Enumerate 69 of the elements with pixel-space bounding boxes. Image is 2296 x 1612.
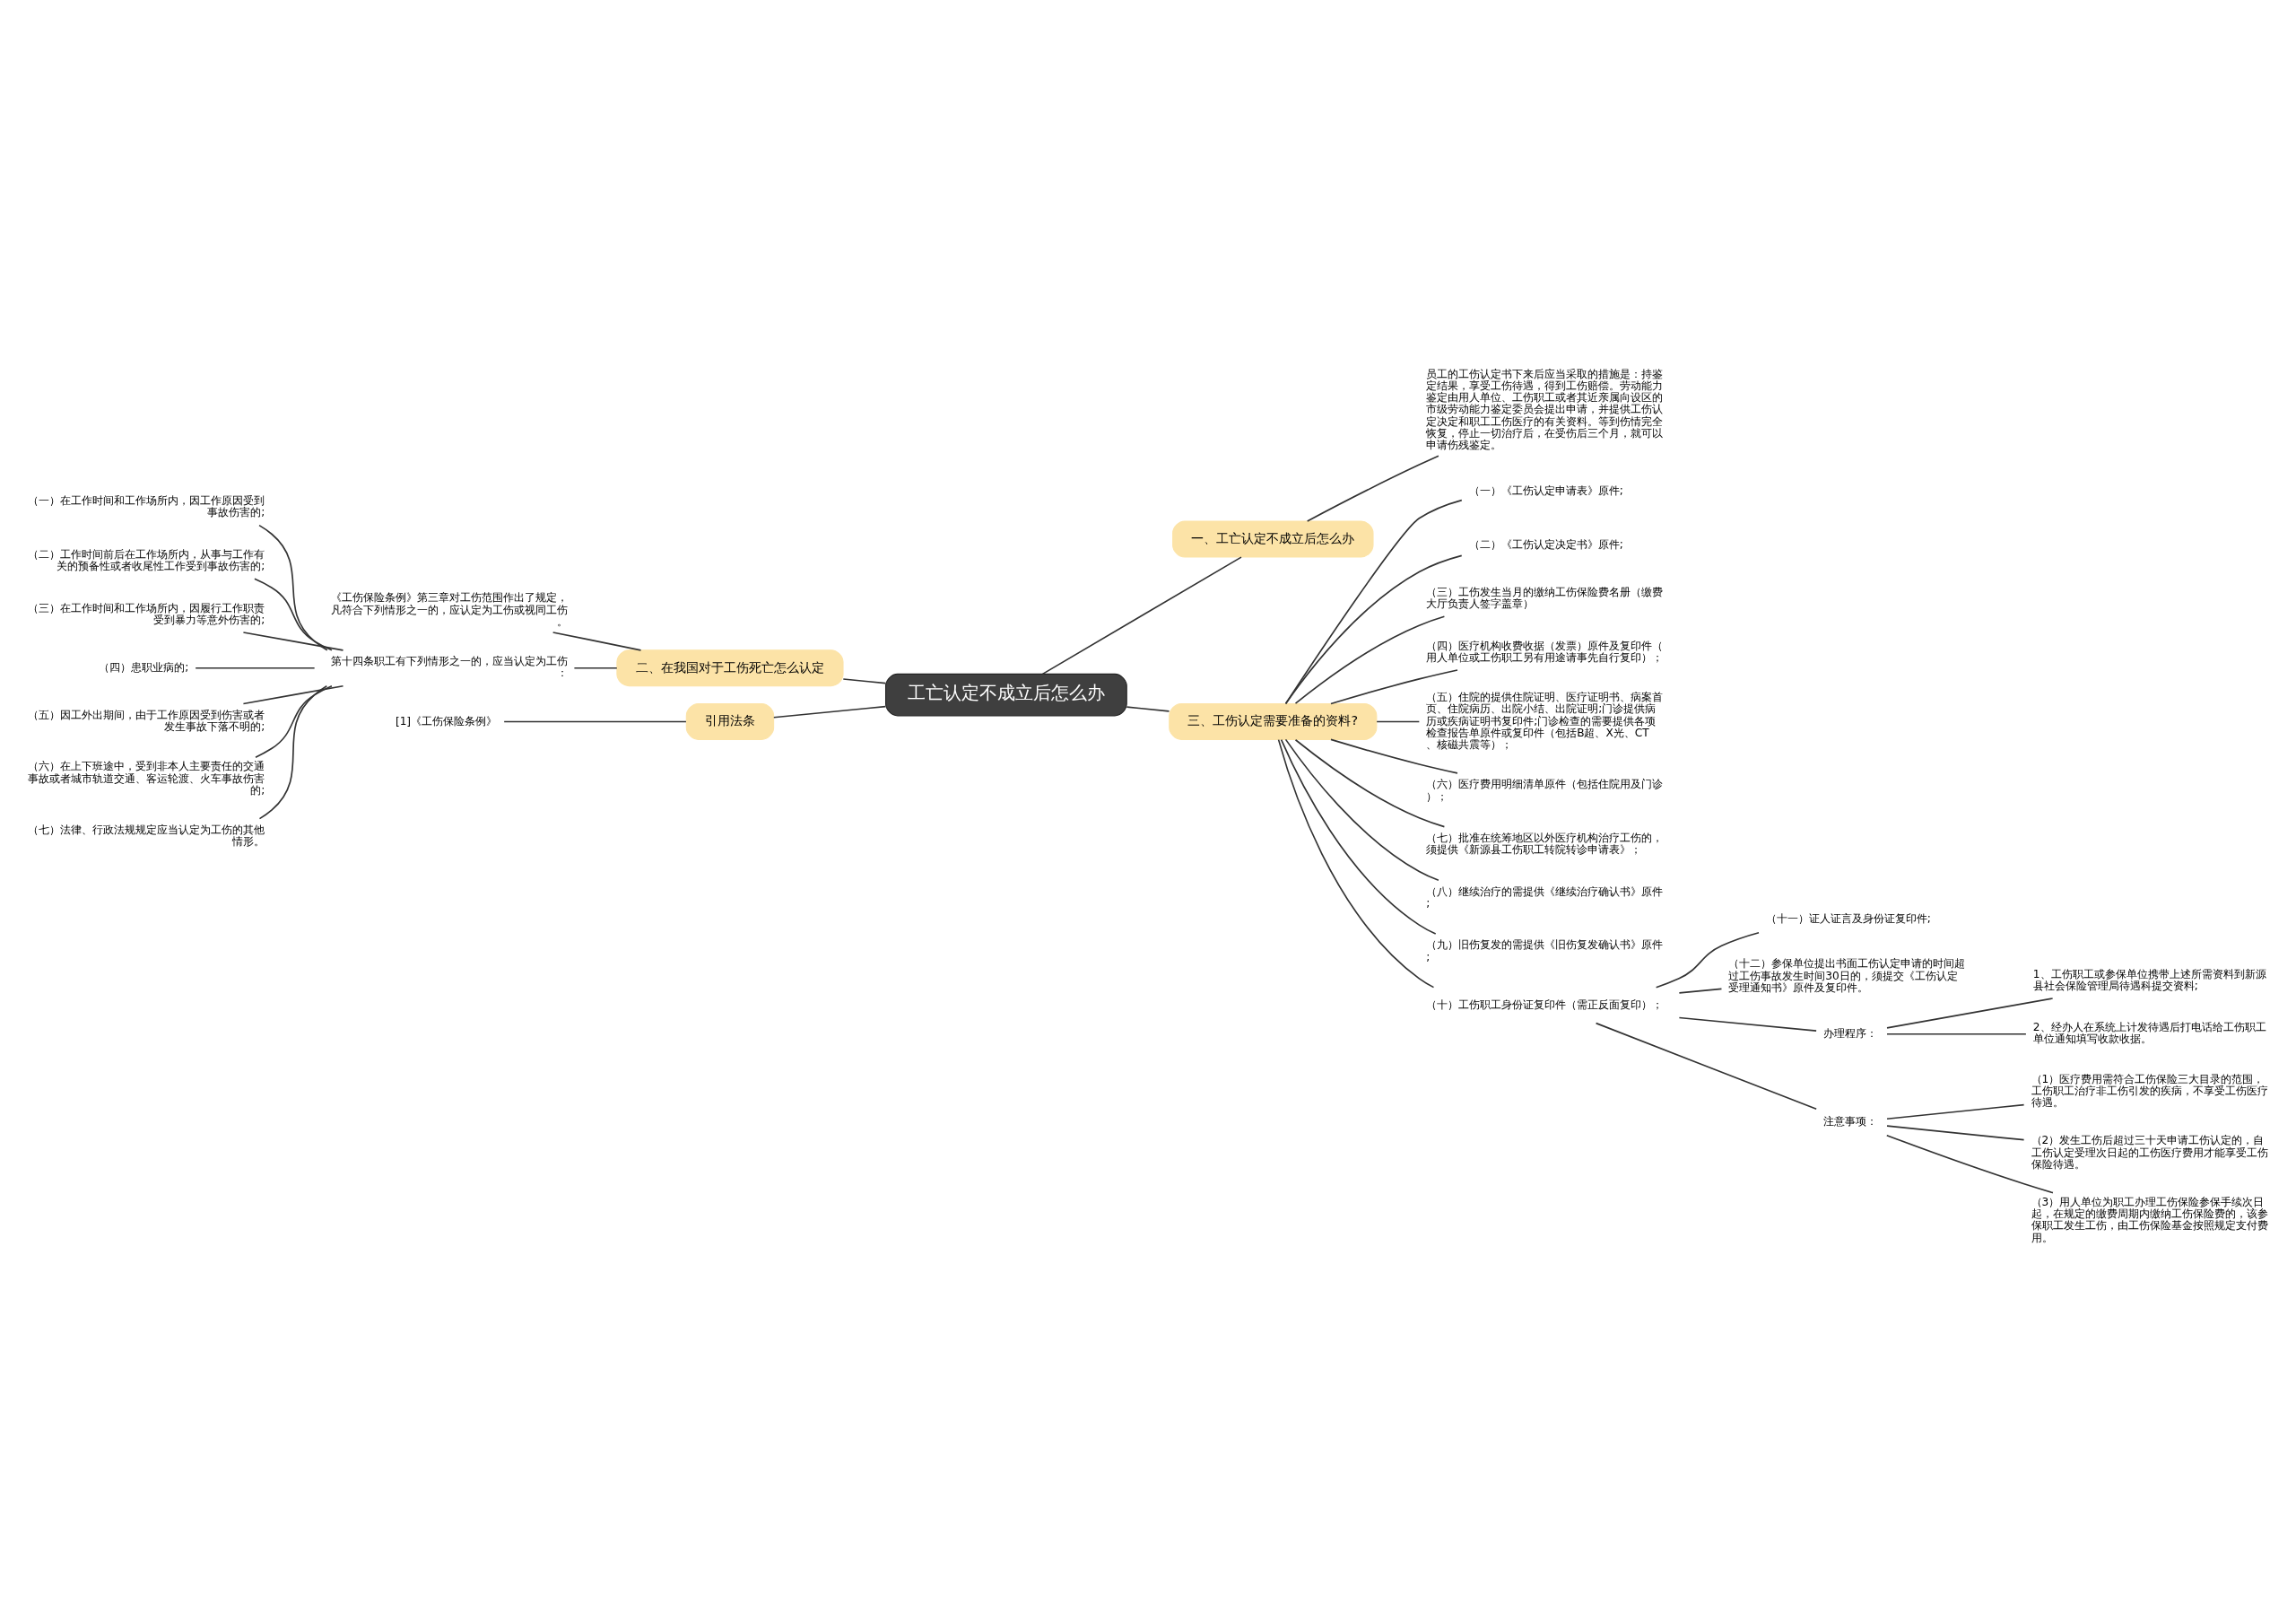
connector <box>842 677 887 684</box>
connector <box>1886 997 2054 1029</box>
connector <box>1595 1022 1817 1110</box>
connector <box>1678 988 1723 994</box>
node-text: （二）《工伤认定决定书》原件; <box>1468 537 1623 551</box>
node-text: （十）工伤职工身份证复印件（需正反面复印）； <box>1426 998 1664 1011</box>
node-text: （十一）证人证言及身份证复印件; <box>1765 911 1931 925</box>
node-box: 引用法条 <box>685 702 775 740</box>
connector <box>1885 1134 2054 1193</box>
connector <box>1280 738 1437 935</box>
connector <box>1284 738 1439 881</box>
connector <box>242 684 344 704</box>
connector <box>1678 1016 1817 1032</box>
node-text: 第十四条职工有下列情形之一的，应当认定为工伤： <box>330 654 568 679</box>
connector <box>1886 1103 2025 1120</box>
node-text: （四）医疗机构收费收据（发票）原件及复印件（用人单位或工伤职工另有用途请事先自行复印）； <box>1426 639 1664 664</box>
node-text: 员工的工伤认定书下来后应当采取的措施是：持鉴定结果，享受工伤待遇，得到工伤赔偿。劳动能力鉴定由用人单位、工伤职工或者其近亲属向设区的市级劳动能力鉴定委员会提出申请，并提供工伤认定决定和职工工伤医疗的有关资料。等到伤情完全恢复，停止一切治疗后，在受伤后三个月，就可以申请伤残鉴定。 <box>1426 367 1664 451</box>
connector <box>254 577 333 651</box>
node-text: （七）法律、行政法规规定应当认定为工伤的其他情形。 <box>28 823 265 848</box>
node-text: （三）工伤发生当月的缴纳工伤保险费名册（缴费大厅负责人签字盖章） <box>1426 585 1664 610</box>
node-text: 注意事项： <box>1822 1114 1877 1128</box>
connector <box>258 524 328 651</box>
node-text: （八）继续治疗的需提供《继续治疗确认书》原件; <box>1426 884 1664 910</box>
node-text: （六）在上下班途中，受到非本人主要责任的交通事故或者城市轨道交通、客运轮渡、火车事故伤害的; <box>28 759 265 797</box>
connector <box>1126 705 1170 712</box>
node-text: （四）患职业病的; <box>99 660 189 674</box>
node-text: （七）批准在统筹地区以外医疗机构治疗工伤的，须提供《新源县工伤职工转院转诊申请表》； <box>1426 831 1664 856</box>
node-box: 工亡认定不成立后怎么办 <box>885 673 1127 716</box>
connector <box>242 631 344 651</box>
connector <box>195 667 316 669</box>
node-text: 1、工伤职工或参保单位携带上述所需资料到新源县社会保险管理局待遇科提交资料; <box>2032 967 2266 992</box>
connector <box>1294 738 1446 827</box>
node-text: 办理程序： <box>1822 1026 1877 1040</box>
node-text: （2）发生工伤后超过三十天申请工伤认定的，自工伤认定受理次日起的工伤医疗费用才能享受工伤保险待遇。 <box>2031 1133 2268 1171</box>
connector <box>1041 555 1242 675</box>
node-box: 一、工亡认定不成立后怎么办 <box>1172 520 1374 557</box>
connector <box>573 667 618 669</box>
node-text: 2、经办人在系统上计发待遇后打电话给工伤职工单位通知填写收款收据。 <box>2032 1020 2266 1045</box>
node-box: 三、工伤认定需要准备的资料? <box>1169 702 1378 740</box>
node-box: 二、在我国对于工伤死亡怎么认定 <box>616 649 844 686</box>
node-text: （三）在工作时间和工作场所内，因履行工作职责受到暴力等意外伤害的; <box>28 601 265 626</box>
connector <box>1330 668 1458 704</box>
node-text: （1）医疗费用需符合工伤保险三大目录的范围，工伤职工治疗非工伤引发的疾病，不享受工伤医疗待遇。 <box>2031 1072 2268 1109</box>
node-text: （3）用人单位为职工办理工伤保险参保手续次日起，在规定的缴费周期内缴纳工伤保险费的，该参保职工发生工伤，由工伤保险基金按照规定支付费用。 <box>2031 1195 2268 1244</box>
connector <box>1306 454 1439 522</box>
node-text: （十二）参保单位提出书面工伤认定申请的时间超过工伤事故发生时间30日的，须提交《工伤认定受理通知书》原件及复印件。 <box>1728 956 1966 994</box>
node-text: （一）《工伤认定申请表》原件; <box>1468 484 1623 497</box>
connector <box>773 705 887 719</box>
node-text: （一）在工作时间和工作场所内，因工作原因受到事故伤害的; <box>28 493 265 518</box>
connector <box>552 631 642 651</box>
node-text: （六）医疗费用明细清单原件（包括住院用及门诊）； <box>1426 777 1664 803</box>
connector <box>503 720 687 722</box>
connector <box>1284 499 1463 704</box>
node-text: （九）旧伤复发的需提供《旧伤复发确认书》原件; <box>1426 937 1664 963</box>
connector <box>1376 720 1421 722</box>
connector <box>1886 1033 2027 1035</box>
node-text: [1]《工伤保险条例》 <box>395 714 498 728</box>
connector <box>258 684 328 819</box>
connector <box>1330 738 1458 774</box>
node-text: （五）因工外出期间，由于工作原因受到伤害或者发生事故下落不明的; <box>28 708 265 733</box>
connector <box>1655 931 1760 988</box>
node-text: （二）工作时间前后在工作场所内，从事与工作有关的预备性或者收尾性工作受到事故伤害的; <box>28 547 265 572</box>
connector <box>1294 615 1446 704</box>
node-text: 《工伤保险条例》第三章对工伤范围作出了规定，凡符合下列情形之一的，应认定为工伤或视同工伤。 <box>330 590 568 628</box>
node-text: （五）住院的提供住院证明、医疗证明书、病案首页、住院病历、出院小结、出院证明;门诊提供病历或疾病证明书复印件;门诊检查的需要提供各项检查报告单原件或复印件（包括B超、X光、CT、核磁共震等）； <box>1426 690 1664 751</box>
connector <box>255 684 333 758</box>
connector <box>1284 554 1463 704</box>
connector <box>1277 738 1435 988</box>
connector <box>1886 1124 2025 1140</box>
